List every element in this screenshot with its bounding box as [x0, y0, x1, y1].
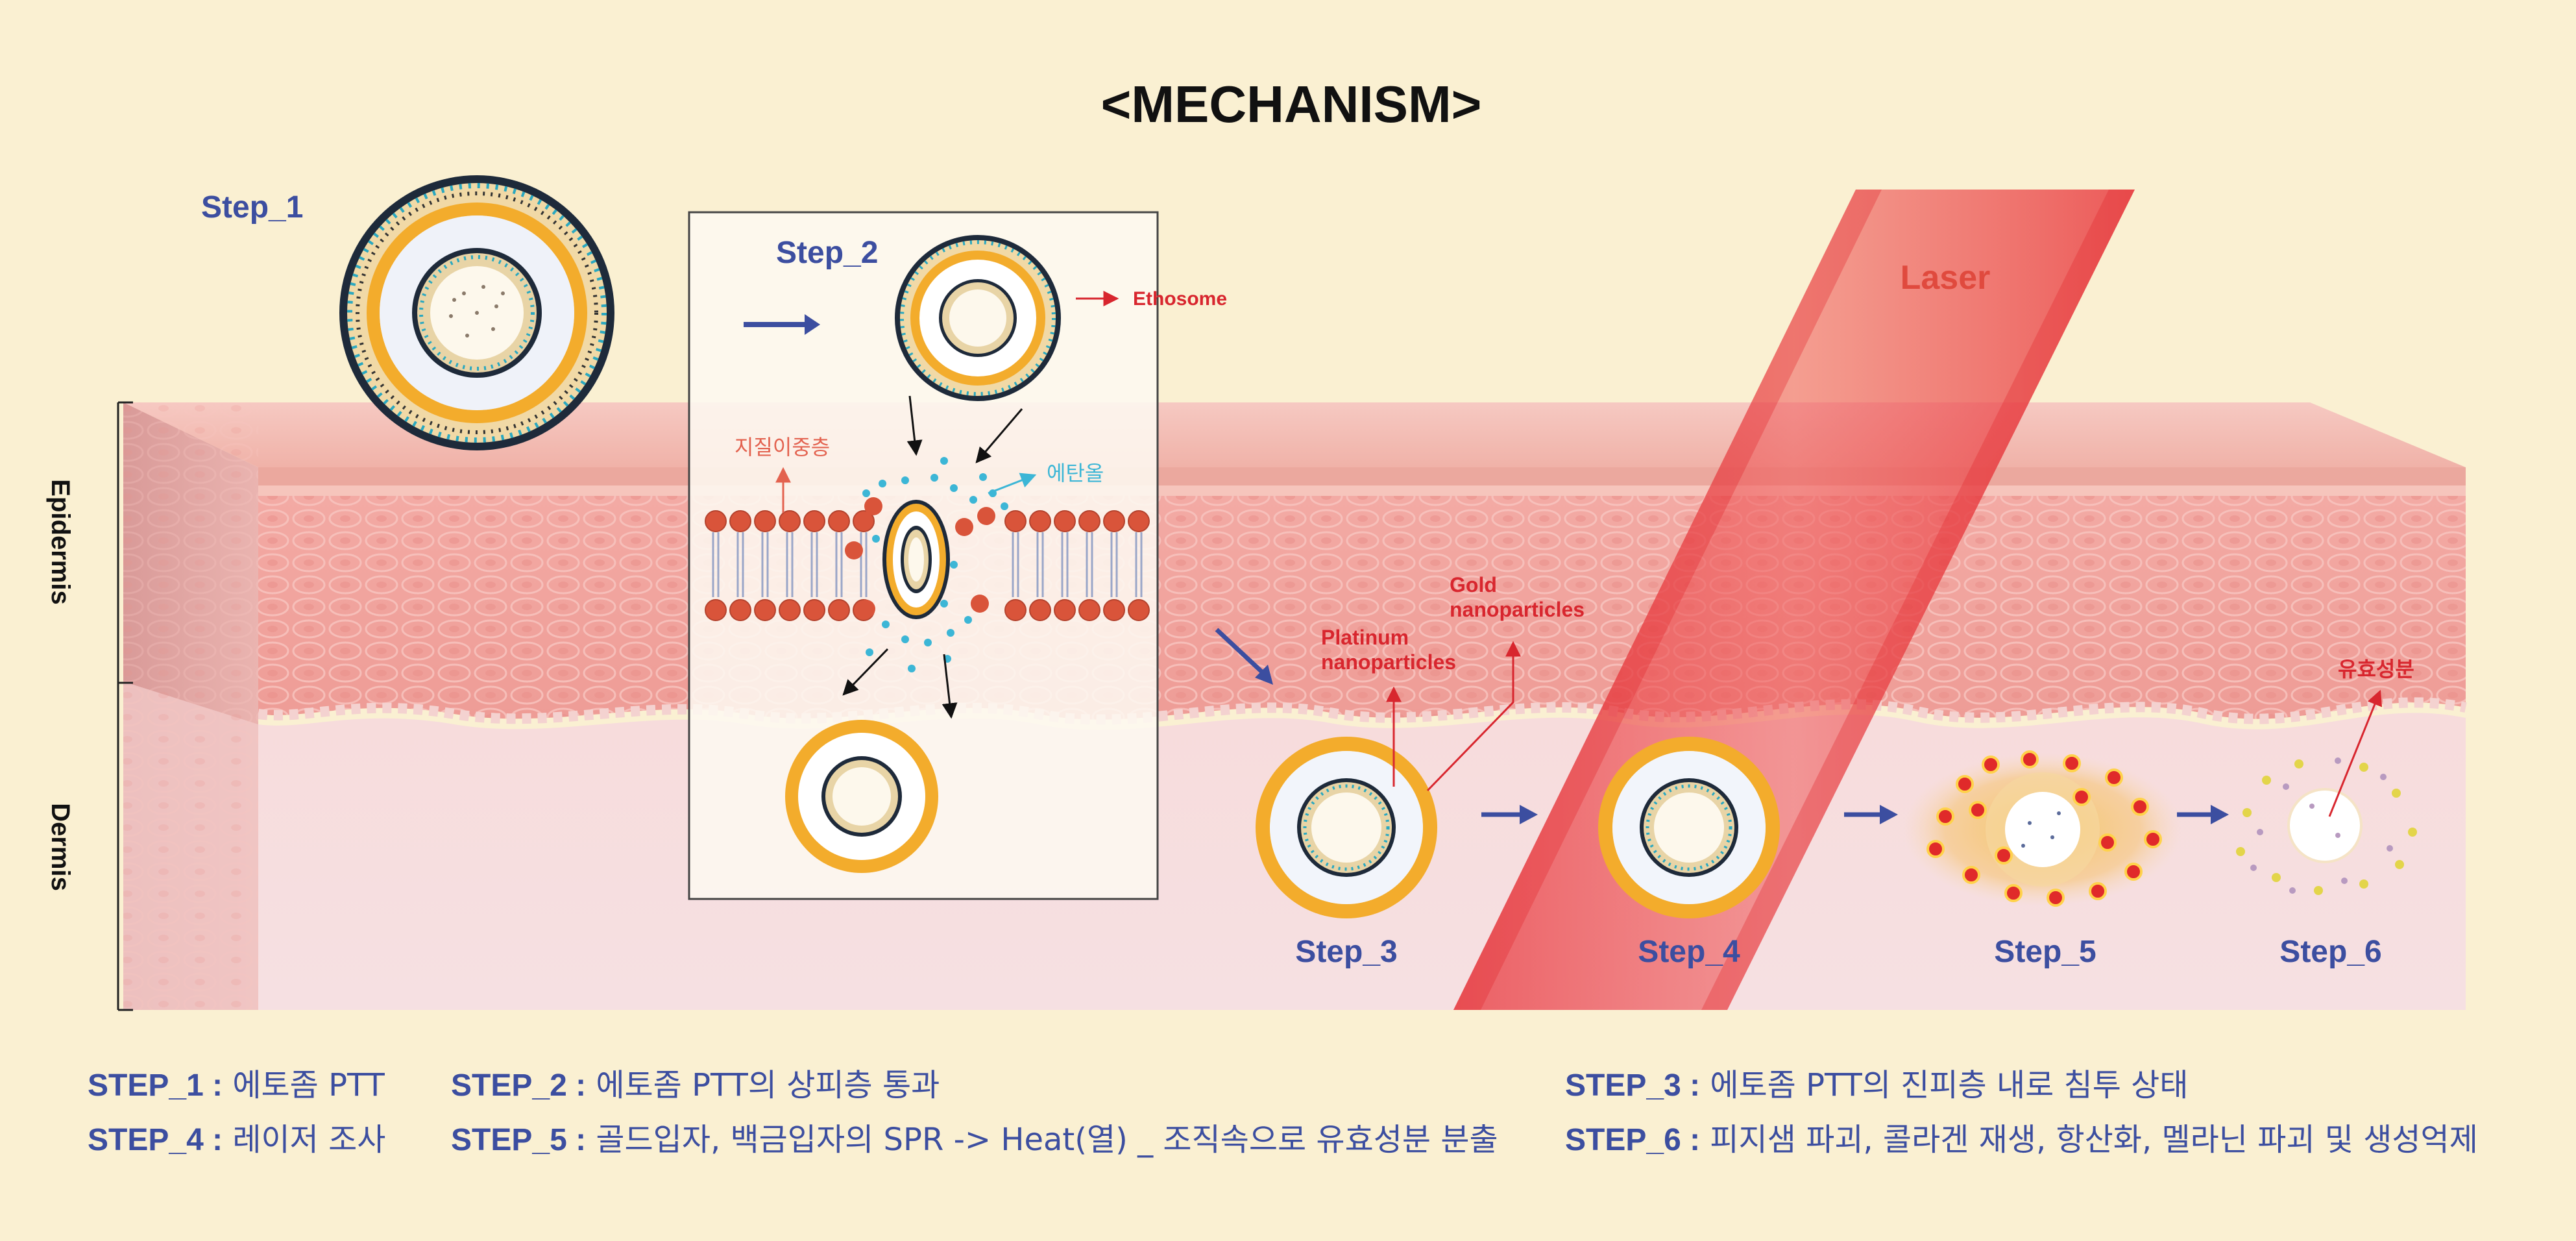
legend-step6-text: 피지샘 파괴, 콜라겐 재생, 항산화, 멜라닌 파괴 및 생성억제 [1700, 1122, 2478, 1158]
step1-ethosome [339, 175, 614, 450]
platinum-label-line2: nanoparticles [1321, 650, 1456, 674]
laser-label: Laser [1901, 259, 1991, 297]
legend-step4-text: 레이저 조사 [223, 1122, 386, 1158]
step1-label: Step_1 [201, 190, 303, 225]
legend-step1-key: STEP_1 : [88, 1068, 223, 1103]
step2-label: Step_2 [776, 236, 878, 270]
gold-label-line2: nanoparticles [1450, 598, 1585, 621]
nanoparticle-callouts [1386, 641, 1521, 792]
step6-label: Step_6 [2279, 935, 2381, 969]
epidermis-label: Epidermis [46, 479, 75, 604]
legend-step3: STEP_3 : 에토좀 PTT의 진피층 내로 침투 상태 [1565, 1059, 2188, 1105]
legend-step6-key: STEP_6 : [1565, 1123, 1701, 1157]
legend-step2-text: 에토좀 PTT의 상피층 통과 [586, 1067, 940, 1103]
legend-step3-key: STEP_3 : [1565, 1068, 1701, 1103]
active-ingredient-label: 유효성분 [2338, 657, 2414, 681]
skin-block [117, 401, 2467, 1011]
step5-label: Step_5 [1994, 935, 2096, 969]
legend-step4: STEP_4 : 레이저 조사 [88, 1114, 385, 1159]
active-ingredient-pointer [2328, 689, 2383, 817]
step4-ethosome [1598, 737, 1780, 918]
step6-release [2236, 757, 2417, 895]
platinum-label-line1: Platinum [1321, 626, 1409, 649]
step3-label: Step_3 [1295, 935, 1397, 969]
step4-label: Step_4 [1638, 935, 1740, 969]
ethosome-label: Ethosome [1133, 288, 1227, 310]
step3-ethosome [1256, 737, 1437, 918]
legend-step4-key: STEP_4 : [88, 1123, 223, 1157]
legend-step1: STEP_1 : 에토좀 PTT [88, 1059, 385, 1105]
ethanol-label: 에탄올 [1047, 461, 1104, 485]
step2-panel [688, 211, 1159, 900]
gold-label-line1: Gold [1450, 573, 1497, 596]
step5-rupture [1903, 750, 2182, 907]
legend-step1-text: 에토좀 PTT [223, 1067, 385, 1103]
dermis-label: Dermis [46, 803, 75, 891]
legend-step3-text: 에토좀 PTT의 진피층 내로 침투 상태 [1700, 1067, 2189, 1103]
legend-step2: STEP_2 : 에토좀 PTT의 상피층 통과 [451, 1059, 940, 1105]
legend-step5-key: STEP_5 : [451, 1123, 587, 1157]
legend-step5-text: 골드입자, 백금입자의 SPR -> Heat(열) _ 조직속으로 유효성분 … [586, 1122, 1498, 1158]
legend-step5: STEP_5 : 골드입자, 백금입자의 SPR -> Heat(열) _ 조직… [451, 1114, 1498, 1159]
lipid-bilayer-label: 지질이중층 [735, 436, 830, 459]
legend-step6: STEP_6 : 피지샘 파괴, 콜라겐 재생, 항산화, 멜라닌 파괴 및 생… [1565, 1114, 2478, 1159]
legend-step2-key: STEP_2 : [451, 1068, 587, 1103]
diagram-title: <MECHANISM> [1101, 75, 1482, 133]
